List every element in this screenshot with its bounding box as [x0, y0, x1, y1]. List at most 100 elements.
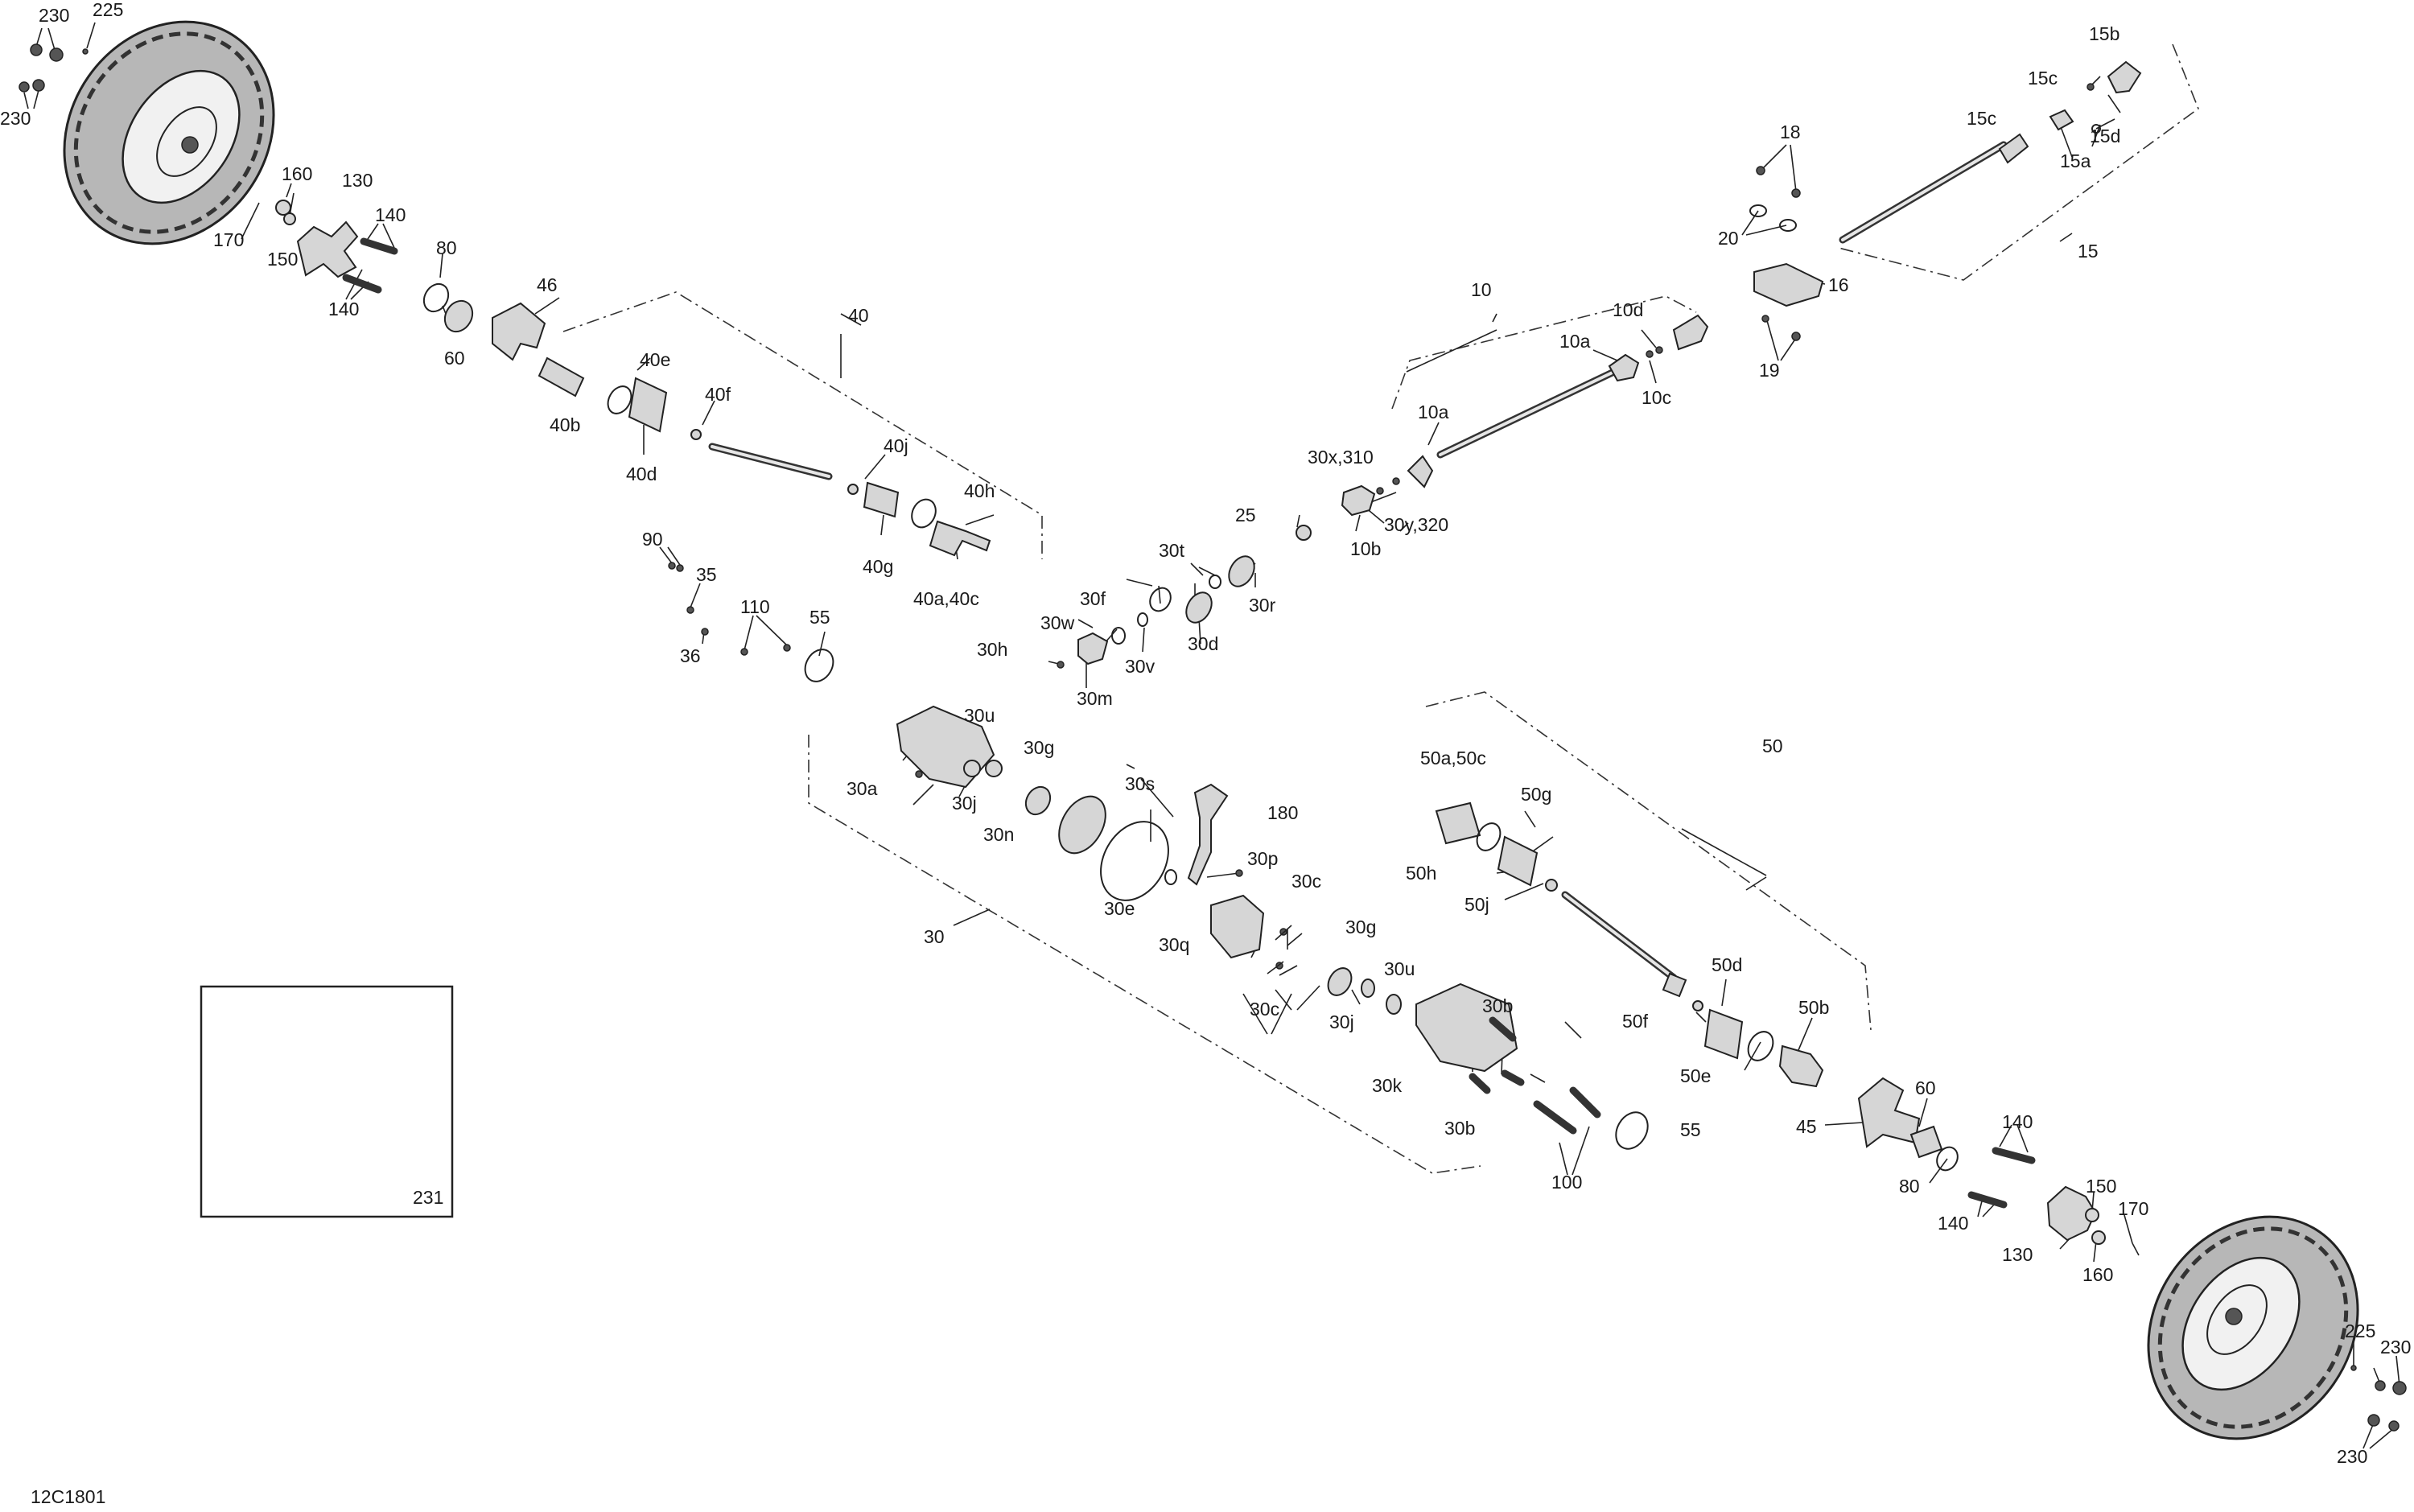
- callout-label: 40j: [884, 435, 908, 456]
- callout-label: 130: [2002, 1244, 2033, 1265]
- callout-label: 140: [2002, 1111, 2033, 1132]
- callout-label: 55: [809, 607, 830, 628]
- callout-label: 140: [328, 299, 359, 319]
- callout-label: 160: [282, 163, 312, 184]
- callout-label: 50a,50c: [1420, 748, 1486, 768]
- callout-label: 230: [0, 108, 31, 129]
- callout-label: 30j: [1329, 1011, 1354, 1032]
- callout-label: 30m: [1077, 688, 1113, 709]
- callout-label: 140: [375, 204, 406, 225]
- callout-label: 180: [1267, 802, 1298, 823]
- callout-label: 30g: [1345, 917, 1376, 937]
- callout-label: 20: [1718, 228, 1739, 249]
- callout-label: 80: [1899, 1176, 1920, 1197]
- callout-label: 30q: [1159, 934, 1189, 955]
- callout-label: 40a,40c: [913, 588, 979, 609]
- callout-label: 30d: [1188, 633, 1218, 654]
- callout-label: 150: [267, 249, 298, 270]
- callout-label: 225: [93, 0, 123, 20]
- callout-label: 36: [680, 645, 701, 666]
- callout-label: 40b: [550, 414, 580, 435]
- callout-label: 60: [444, 348, 465, 369]
- document-code: 12C1801: [31, 1486, 105, 1507]
- callout-label: 30c: [1291, 871, 1321, 892]
- callout-label: 30g: [1024, 737, 1054, 758]
- callout-label: 15: [2078, 241, 2099, 262]
- callout-label: 160: [2082, 1264, 2113, 1285]
- callout-label: 50: [1762, 735, 1783, 756]
- callout-label: 15c: [2028, 68, 2058, 89]
- callout-label: 40f: [705, 384, 731, 405]
- callout-label: 30h: [977, 639, 1007, 660]
- callout-label: 10: [1471, 279, 1492, 300]
- parts: [19, 20, 2407, 1440]
- callout-label: 30b: [1482, 995, 1513, 1016]
- callout-label: 50b: [1798, 997, 1829, 1018]
- callout-label: 50e: [1680, 1065, 1711, 1086]
- callout-label: 130: [342, 170, 373, 191]
- group-outlines: [562, 43, 2199, 1174]
- callout-label: 30s: [1125, 773, 1155, 794]
- callout-label: 19: [1759, 360, 1780, 381]
- wheel-top-left: [63, 20, 275, 245]
- callout-label: 18: [1780, 122, 1801, 142]
- callout-label: 50g: [1521, 784, 1551, 805]
- callout-label: 25: [1235, 505, 1256, 525]
- callout-label: 50j: [1464, 894, 1489, 915]
- callout-label: 30e: [1104, 898, 1135, 919]
- callout-label: 230: [39, 5, 69, 26]
- callout-label: 30t: [1159, 540, 1185, 561]
- callout-label: 30v: [1125, 656, 1156, 677]
- callout-label: 46: [537, 274, 558, 295]
- callout-label: 225: [2345, 1320, 2375, 1341]
- callout-label: 230: [2380, 1337, 2411, 1358]
- callout-label: 170: [2118, 1198, 2148, 1219]
- callout-label: 10c: [1642, 387, 1671, 408]
- callout-label: 150: [2086, 1176, 2116, 1197]
- callout-label: 100: [1551, 1172, 1582, 1193]
- leader-lines: [23, 22, 2400, 1449]
- callout-label: 30u: [1384, 958, 1415, 979]
- callout-label: 10a: [1418, 402, 1449, 422]
- callout-label: 170: [213, 229, 244, 250]
- callout-label: 50f: [1622, 1011, 1649, 1032]
- callout-label: 30c: [1250, 999, 1279, 1020]
- callout-label: 60: [1915, 1077, 1936, 1098]
- callout-label: 30r: [1249, 595, 1276, 616]
- callout-label: 30w: [1040, 612, 1075, 633]
- callout-label: 45: [1796, 1116, 1817, 1137]
- callout-label: 30j: [952, 793, 977, 814]
- callout-label: 55: [1680, 1119, 1701, 1140]
- callout-label: 40g: [863, 556, 893, 577]
- callout-label: 15b: [2089, 23, 2119, 44]
- callout-label: 30k: [1372, 1075, 1403, 1096]
- callout-label: 30y,320: [1384, 514, 1448, 535]
- callout-label: 30u: [964, 705, 995, 726]
- callout-label: 35: [696, 564, 717, 585]
- inset-label: 231: [413, 1187, 443, 1208]
- callout-label: 15d: [2090, 126, 2120, 146]
- callout-label: 30: [924, 926, 945, 947]
- wheel-bottom-right: [2147, 1215, 2359, 1440]
- callout-label: 30a: [847, 778, 878, 799]
- callout-label: 40: [848, 305, 869, 326]
- callout-label: 10a: [1559, 331, 1591, 352]
- callout-label: 30n: [983, 824, 1014, 845]
- callout-label: 15c: [1967, 108, 1996, 129]
- callout-label: 30p: [1247, 848, 1278, 869]
- callout-labels: 230 225 230 160 130 170 150 140 140 80 6…: [0, 0, 2411, 1467]
- callout-label: 40h: [964, 480, 995, 501]
- callout-label: 30x,310: [1308, 447, 1374, 468]
- callout-label: 230: [2337, 1446, 2367, 1467]
- callout-label: 110: [740, 596, 770, 617]
- callout-label: 40e: [640, 349, 670, 370]
- callout-label: 16: [1828, 274, 1849, 295]
- callout-label: 50d: [1712, 954, 1742, 975]
- callout-label: 80: [436, 237, 457, 258]
- callout-label: 10d: [1613, 299, 1643, 320]
- callout-label: 90: [642, 529, 663, 550]
- inset-box: [200, 985, 454, 1218]
- callout-label: 50h: [1406, 863, 1436, 884]
- callout-label: 140: [1938, 1213, 1968, 1234]
